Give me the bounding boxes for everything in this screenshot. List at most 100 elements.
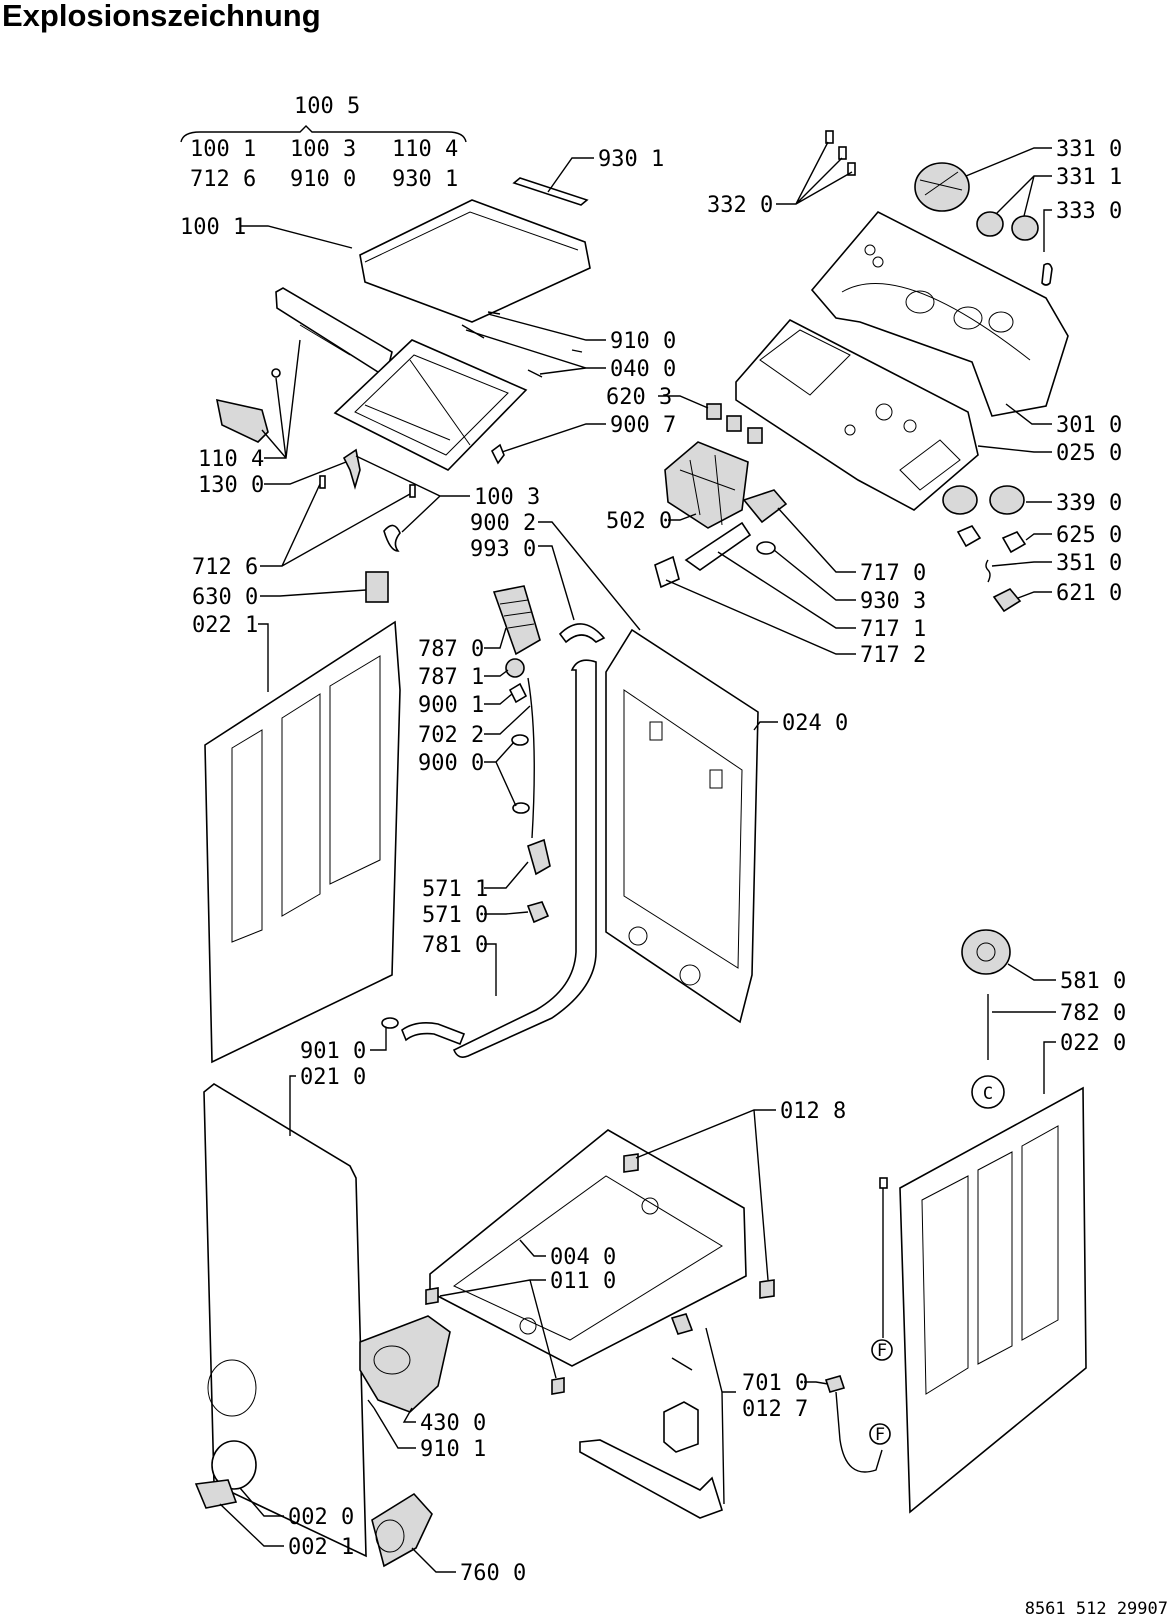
label-900-7: 900 7 xyxy=(610,413,676,438)
marker-f-a xyxy=(871,1339,893,1361)
group-item-2: 100 3 xyxy=(290,137,356,162)
part-spring xyxy=(383,524,401,552)
label-100-3: 100 3 xyxy=(474,485,540,510)
part-717-1 xyxy=(684,521,752,571)
part-571-0 xyxy=(526,901,550,924)
label-901-0: 901 0 xyxy=(300,1039,366,1064)
part-knob-small-b xyxy=(1011,215,1039,241)
part-012-7-b xyxy=(671,1357,693,1371)
part-foot-d xyxy=(551,1377,565,1395)
label-930-1-top: 930 1 xyxy=(598,147,664,172)
part-930-3 xyxy=(756,541,776,555)
part-knob-small-a xyxy=(976,211,1004,237)
label-701-0: 701 0 xyxy=(742,1371,808,1396)
part-lid xyxy=(359,199,591,323)
label-900-0: 900 0 xyxy=(418,751,484,776)
part-581-0 xyxy=(961,929,1011,975)
label-339-0: 339 0 xyxy=(1056,491,1122,516)
label-781-0: 781 0 xyxy=(422,933,488,958)
part-rod-d xyxy=(571,349,583,353)
part-rear-frame xyxy=(605,628,759,1024)
label-571-0: 571 0 xyxy=(422,903,488,928)
group-item-6: 930 1 xyxy=(392,167,458,192)
part-002-1 xyxy=(194,1479,238,1509)
leader-lines xyxy=(219,141,1056,1573)
part-control-panel xyxy=(810,210,1069,417)
part-900-1 xyxy=(508,682,528,704)
label-022-1: 022 1 xyxy=(192,613,258,638)
page-title: Explosionszeichnung xyxy=(2,0,321,33)
part-lid-lock xyxy=(342,448,361,490)
label-910-1: 910 1 xyxy=(420,1437,486,1462)
part-339-b xyxy=(989,485,1025,515)
part-rod-f-cap xyxy=(879,1177,888,1189)
part-dispenser xyxy=(735,319,979,511)
label-012-8: 012 8 xyxy=(780,1099,846,1124)
part-bellows xyxy=(492,585,541,656)
label-900-1: 900 1 xyxy=(418,693,484,718)
part-foot-c xyxy=(425,1287,439,1305)
part-hose-701 xyxy=(835,1391,883,1473)
part-901-0 xyxy=(381,1017,399,1029)
part-900-0-a xyxy=(511,734,529,746)
label-100-1: 100 1 xyxy=(180,215,246,240)
label-331-0: 331 0 xyxy=(1056,137,1122,162)
part-pin-2 xyxy=(409,484,416,498)
part-pin-332b xyxy=(838,146,847,160)
label-024-0: 024 0 xyxy=(782,711,848,736)
label-025-0: 025 0 xyxy=(1056,441,1122,466)
part-012-7-a xyxy=(670,1313,694,1335)
part-pump-502 xyxy=(664,441,749,529)
part-hose-993 xyxy=(558,623,606,644)
label-021-0: 021 0 xyxy=(300,1065,366,1090)
part-filter-760 xyxy=(371,1492,433,1568)
part-pump-housing xyxy=(359,1315,451,1413)
part-012-7-d xyxy=(579,1439,723,1519)
group-item-1: 100 1 xyxy=(190,137,256,162)
part-620-b xyxy=(726,415,742,432)
label-787-1: 787 1 xyxy=(418,665,484,690)
label-571-1: 571 1 xyxy=(422,877,488,902)
group-item-4: 712 6 xyxy=(190,167,256,192)
label-331-1: 331 1 xyxy=(1056,165,1122,190)
part-spring-333 xyxy=(1041,262,1053,286)
label-712-6: 712 6 xyxy=(192,555,258,580)
part-foot-a xyxy=(623,1153,639,1173)
marker-c xyxy=(971,1075,1005,1109)
label-110-4: 110 4 xyxy=(198,447,264,472)
label-760-0: 760 0 xyxy=(460,1561,526,1586)
label-702-2: 702 2 xyxy=(418,723,484,748)
label-621-0: 621 0 xyxy=(1056,581,1122,606)
part-012-7-c xyxy=(663,1401,699,1453)
part-hose-end xyxy=(401,1022,466,1046)
label-993-0: 993 0 xyxy=(470,537,536,562)
label-002-1: 002 1 xyxy=(288,1535,354,1560)
part-625-b xyxy=(1001,531,1027,554)
label-011-0: 011 0 xyxy=(550,1269,616,1294)
label-717-0: 717 0 xyxy=(860,561,926,586)
label-332-0: 332 0 xyxy=(707,193,773,218)
label-004-0: 004 0 xyxy=(550,1245,616,1270)
label-333-0: 333 0 xyxy=(1056,199,1122,224)
label-430-0: 430 0 xyxy=(420,1411,486,1436)
part-351-0 xyxy=(985,559,991,583)
part-pin-332c xyxy=(847,162,856,176)
part-front-trim xyxy=(275,287,393,373)
part-701-0 xyxy=(824,1375,846,1393)
part-side-panel-right xyxy=(899,1086,1087,1514)
part-screw-910 xyxy=(367,1399,375,1409)
marker-c-text: C xyxy=(983,1084,993,1104)
part-handle-strip xyxy=(512,177,589,206)
label-930-3: 930 3 xyxy=(860,589,926,614)
label-900-2: 900 2 xyxy=(470,511,536,536)
label-717-1: 717 1 xyxy=(860,617,926,642)
part-900-7 xyxy=(490,443,505,465)
marker-f-a-text: F xyxy=(877,1341,887,1361)
label-040-0: 040 0 xyxy=(610,357,676,382)
part-knob-large xyxy=(914,162,970,212)
part-pin-332a xyxy=(825,130,834,144)
part-rod-c xyxy=(527,369,543,378)
group-item-3: 110 4 xyxy=(392,137,458,162)
part-620-c xyxy=(747,427,763,444)
